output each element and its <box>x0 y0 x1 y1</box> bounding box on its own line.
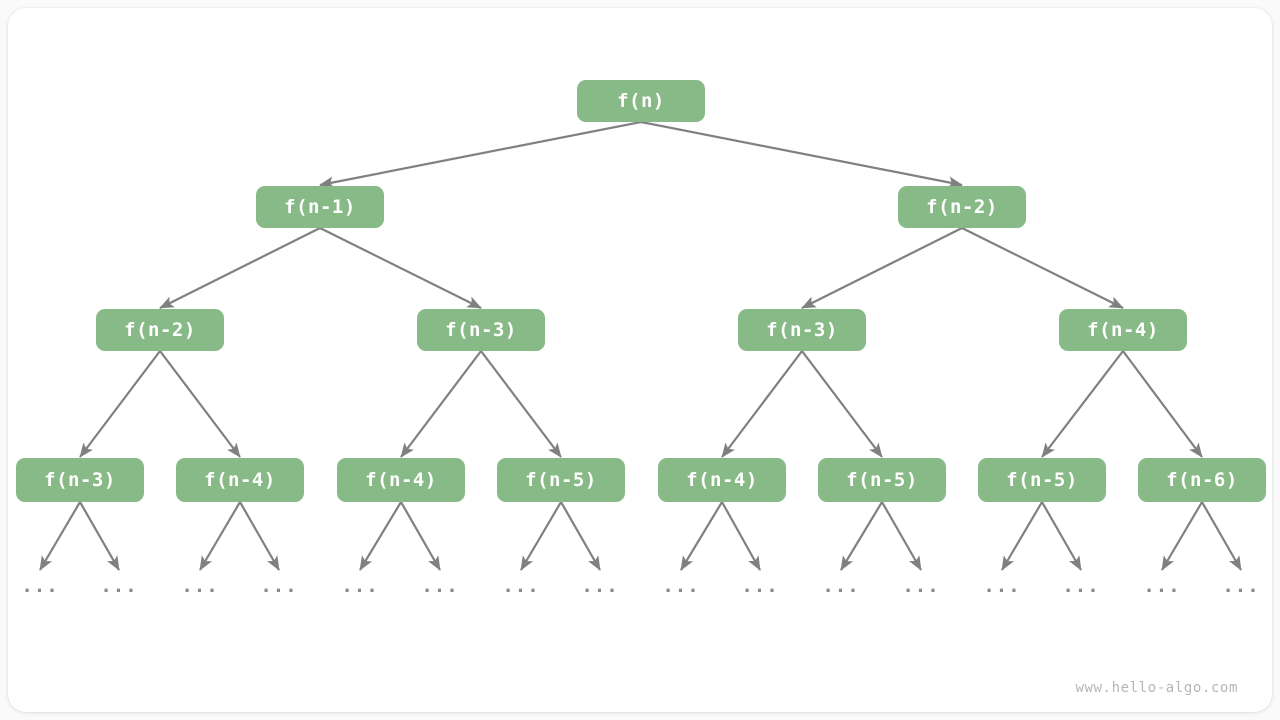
watermark: www.hello-algo.com <box>1075 680 1238 696</box>
tree-node: f(n-4) <box>176 458 304 502</box>
ellipsis-node: ... <box>21 575 59 597</box>
ellipsis-node: ... <box>341 575 379 597</box>
ellipsis-node: ... <box>902 575 940 597</box>
tree-node: f(n-4) <box>658 458 786 502</box>
ellipsis-node: ... <box>1143 575 1181 597</box>
tree-node: f(n-1) <box>256 186 384 228</box>
tree-node: f(n-4) <box>337 458 465 502</box>
ellipsis-node: ... <box>741 575 779 597</box>
tree-node: f(n-3) <box>16 458 144 502</box>
tree-node: f(n-2) <box>898 186 1026 228</box>
tree-node: f(n-6) <box>1138 458 1266 502</box>
tree-node: f(n-5) <box>978 458 1106 502</box>
tree-node: f(n-5) <box>497 458 625 502</box>
ellipsis-node: ... <box>181 575 219 597</box>
ellipsis-node: ... <box>1222 575 1260 597</box>
ellipsis-node: ... <box>983 575 1021 597</box>
ellipsis-node: ... <box>421 575 459 597</box>
ellipsis-node: ... <box>502 575 540 597</box>
ellipsis-node: ... <box>662 575 700 597</box>
tree-node: f(n-4) <box>1059 309 1187 351</box>
ellipsis-node: ... <box>260 575 298 597</box>
ellipsis-node: ... <box>100 575 138 597</box>
ellipsis-node: ... <box>1062 575 1100 597</box>
tree-node: f(n-3) <box>738 309 866 351</box>
tree-node: f(n-5) <box>818 458 946 502</box>
tree-node: f(n-2) <box>96 309 224 351</box>
ellipsis-node: ... <box>822 575 860 597</box>
tree-node: f(n-3) <box>417 309 545 351</box>
tree-node: f(n) <box>577 80 705 122</box>
ellipsis-node: ... <box>581 575 619 597</box>
